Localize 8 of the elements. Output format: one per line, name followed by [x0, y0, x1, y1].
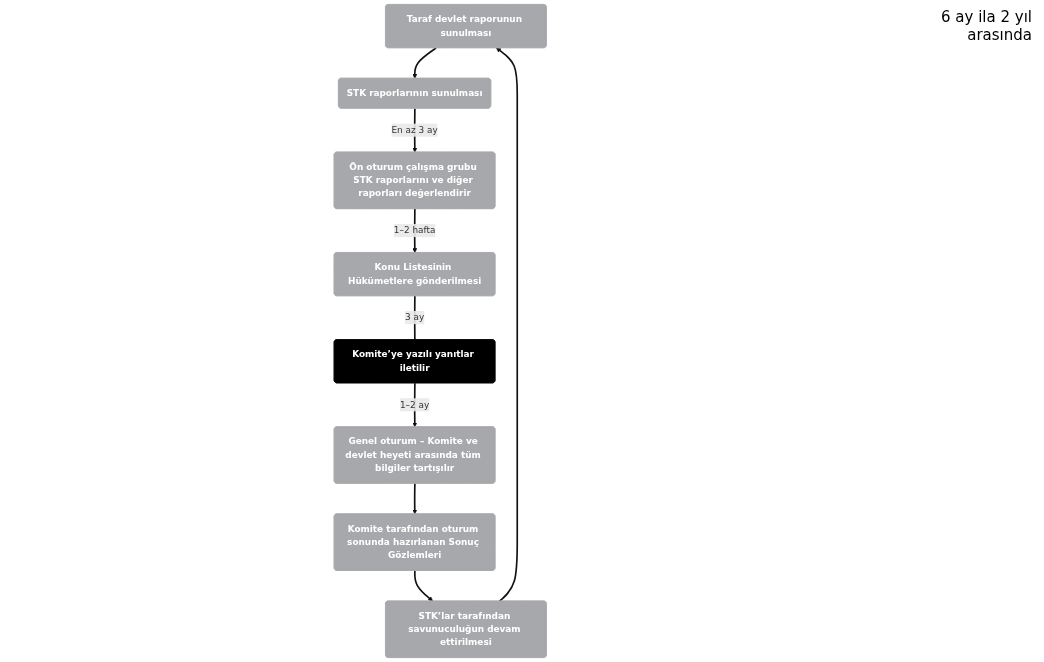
arrow	[412, 47, 437, 79]
edge-label: 3 ay	[404, 312, 424, 323]
edge-label: En az 3 ay	[391, 124, 438, 136]
arrow	[413, 569, 433, 602]
note-text: 6 ay ila 2 yıl arasında	[940, 8, 1032, 44]
arrow	[412, 482, 417, 515]
edge-label: 1–2 hafta	[393, 225, 436, 236]
edge-label: 1–2 ay	[399, 399, 429, 410]
